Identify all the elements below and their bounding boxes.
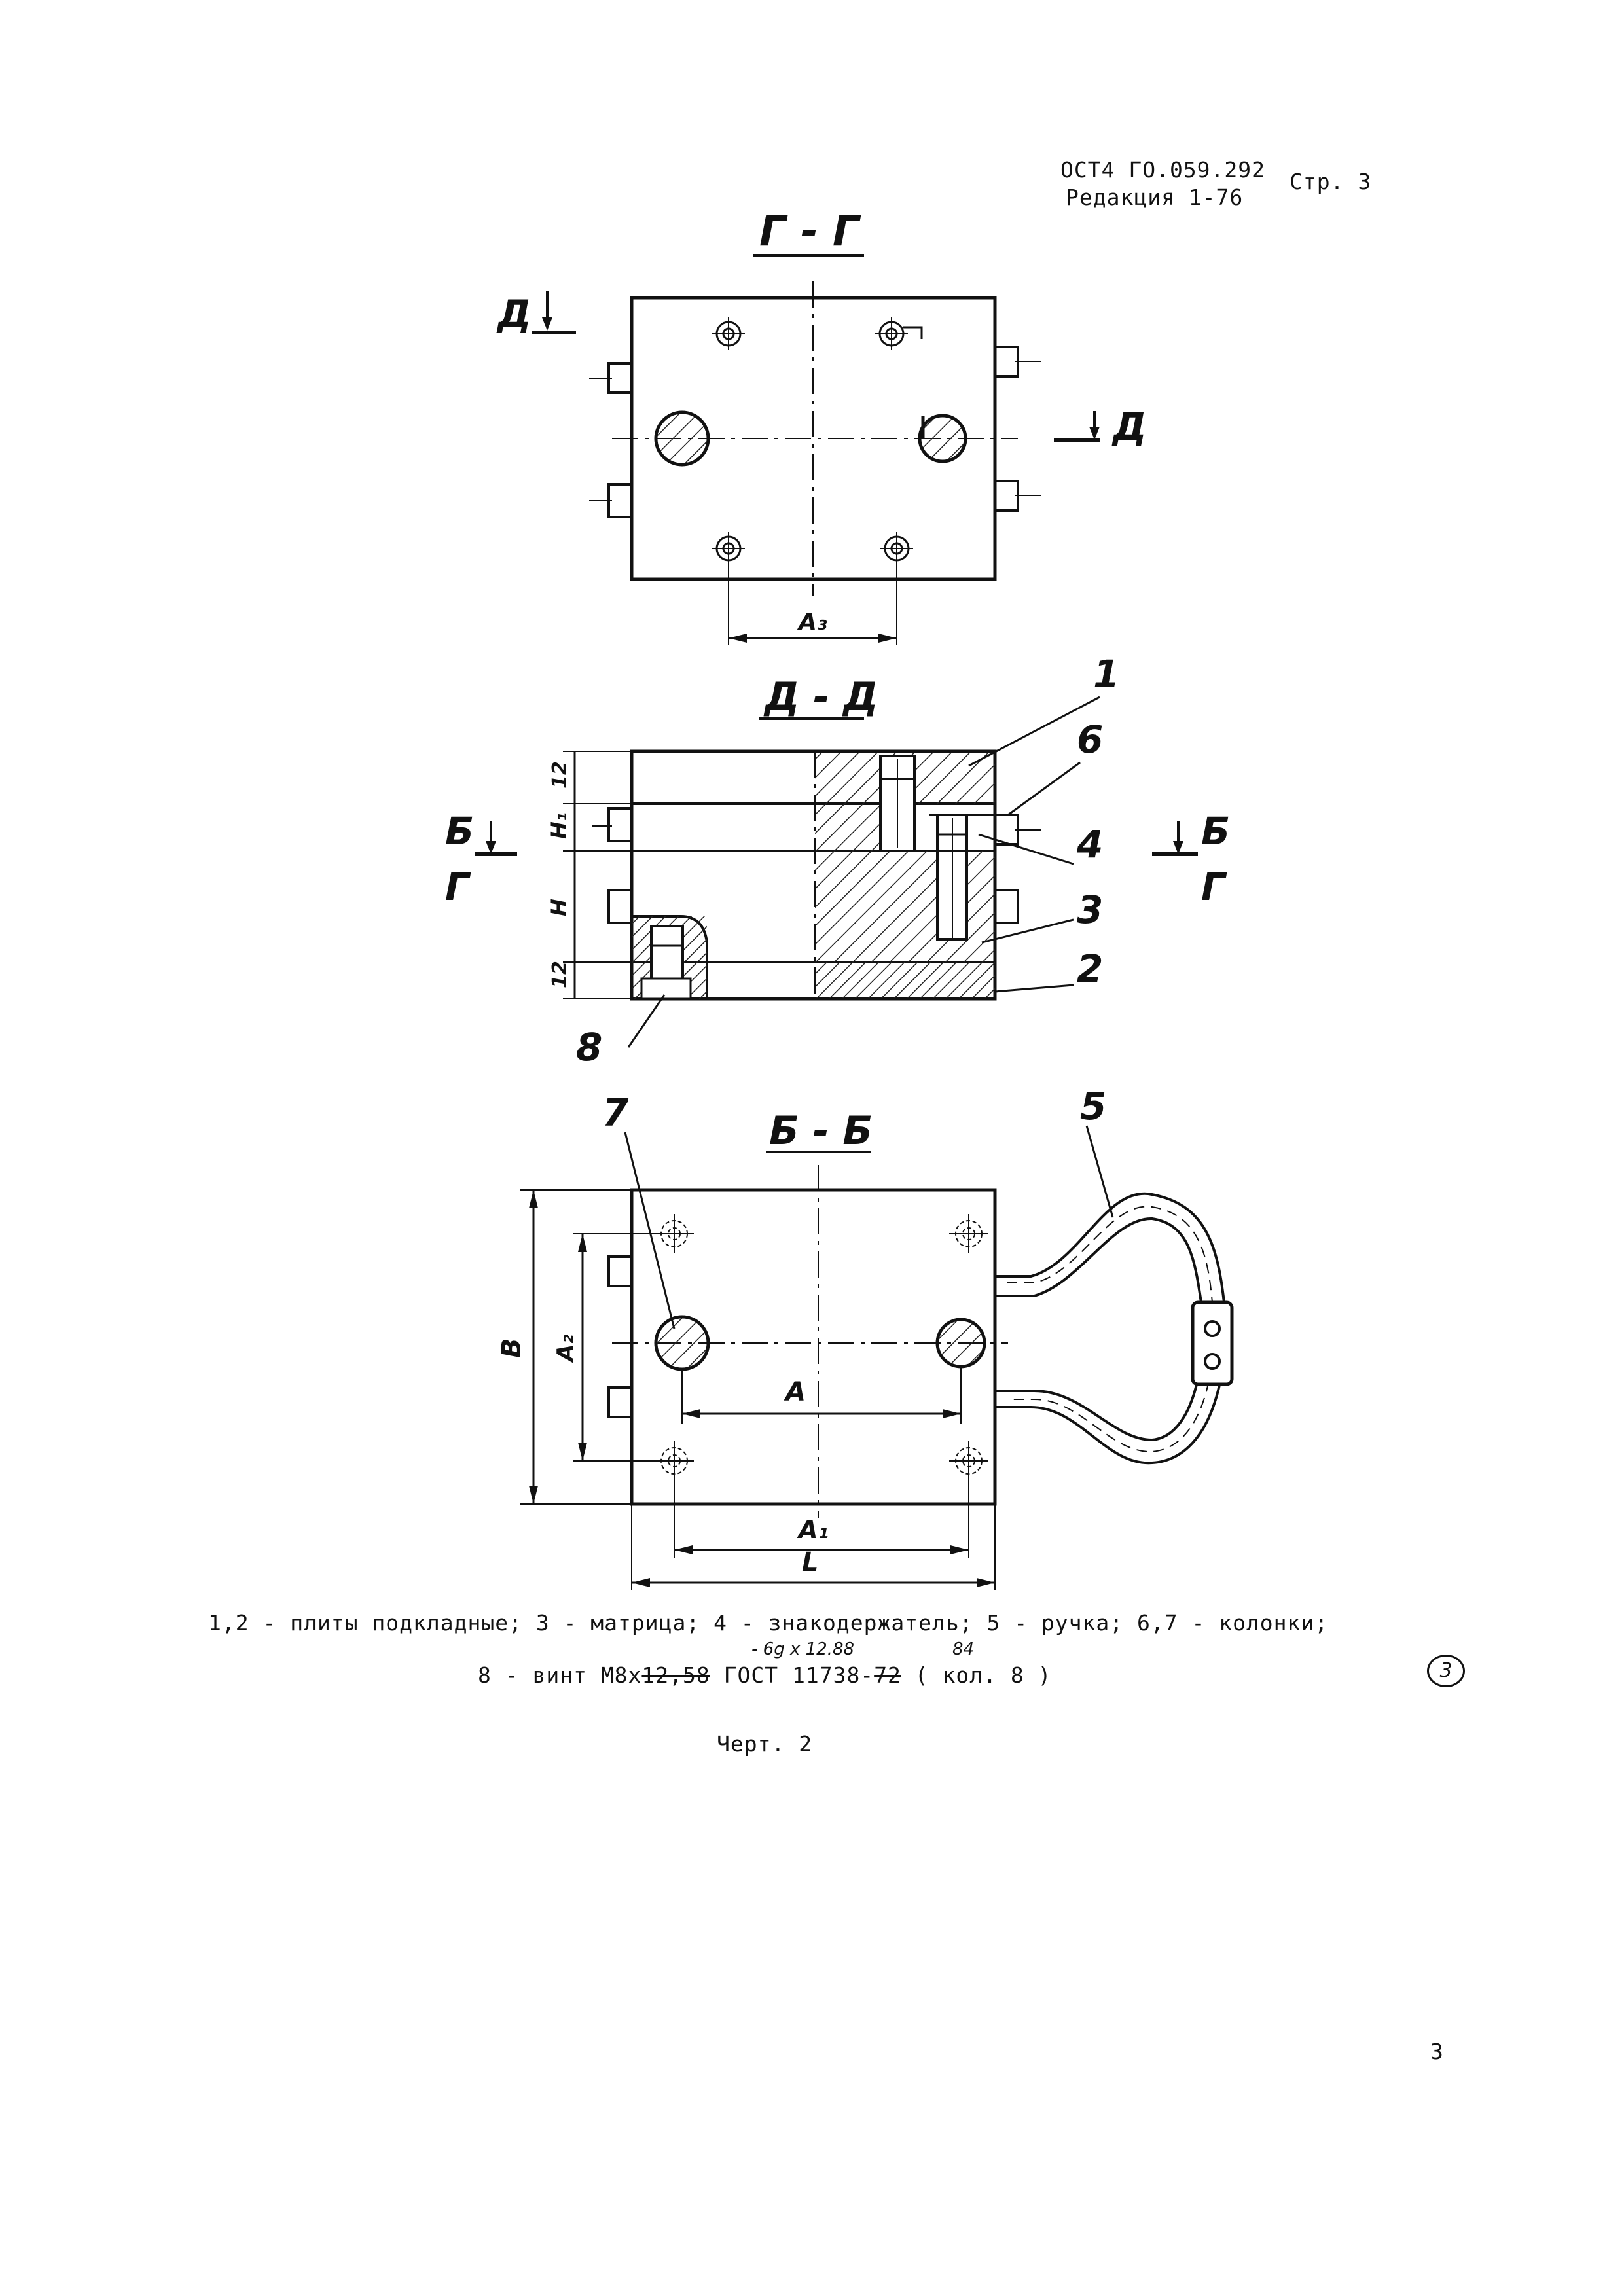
page-number: 3 <box>1430 2039 1444 2064</box>
callout-2: 2 <box>1077 946 1103 991</box>
screw-holes-gg <box>712 317 923 565</box>
handwritten-note-thread: - 6g x 12.88 <box>751 1640 855 1659</box>
view-d-d <box>475 696 1198 1048</box>
dim-l: L <box>802 1547 819 1577</box>
legend-line-2: 8 - винт М8х12,58 ГОСТ 11738-72 ( кол. 8… <box>478 1662 1052 1688</box>
callout-8: 8 <box>576 1025 602 1069</box>
page-ref: Стр. 3 <box>1290 169 1372 194</box>
callout-5: 5 <box>1080 1084 1106 1128</box>
callout-7: 7 <box>602 1090 629 1135</box>
dim-a: A <box>784 1377 806 1407</box>
cut-mark-d-right: Д <box>1111 404 1147 449</box>
section-title-gg: Г - Г <box>759 207 861 256</box>
dim-h1: H₁ <box>547 812 571 839</box>
cut-mark-d-left: Д <box>496 292 532 336</box>
dim-b: B <box>497 1338 527 1359</box>
view-b-b <box>520 1125 1234 1590</box>
view-g-g <box>532 254 1100 645</box>
dim-a1: A₁ <box>797 1515 829 1544</box>
legend-line-1: 1,2 - плиты подкладные; 3 - матрица; 4 -… <box>208 1610 1329 1636</box>
cut-mark-g-left: Г <box>445 865 471 909</box>
callout-6: 6 <box>1077 717 1103 762</box>
cut-mark-b-right: Б <box>1201 809 1230 853</box>
dim-12-top: 12 <box>549 761 571 789</box>
handle-5 <box>995 1192 1234 1465</box>
callout-1: 1 <box>1093 652 1119 696</box>
figure-label: Черт. 2 <box>717 1731 813 1757</box>
dim-h: H <box>547 899 571 916</box>
revision: Редакция 1-76 <box>1066 185 1244 210</box>
callout-4: 4 <box>1076 822 1103 867</box>
section-title-dd: Д - Д <box>763 674 878 720</box>
callout-3: 3 <box>1077 888 1103 932</box>
handwritten-note-gost: 84 <box>952 1640 975 1659</box>
doc-number: ОСТ4 ГО.059.292 <box>1060 157 1266 183</box>
dim-a2: A₂ <box>552 1335 579 1363</box>
cut-mark-b-left: Б <box>445 809 474 853</box>
dim-a3: A₃ <box>797 609 827 636</box>
dim-12-bottom: 12 <box>549 961 571 988</box>
cut-mark-g-right: Г <box>1201 865 1227 909</box>
revision-mark: 3 <box>1427 1655 1465 1687</box>
section-title-bb: Б - Б <box>769 1108 873 1154</box>
